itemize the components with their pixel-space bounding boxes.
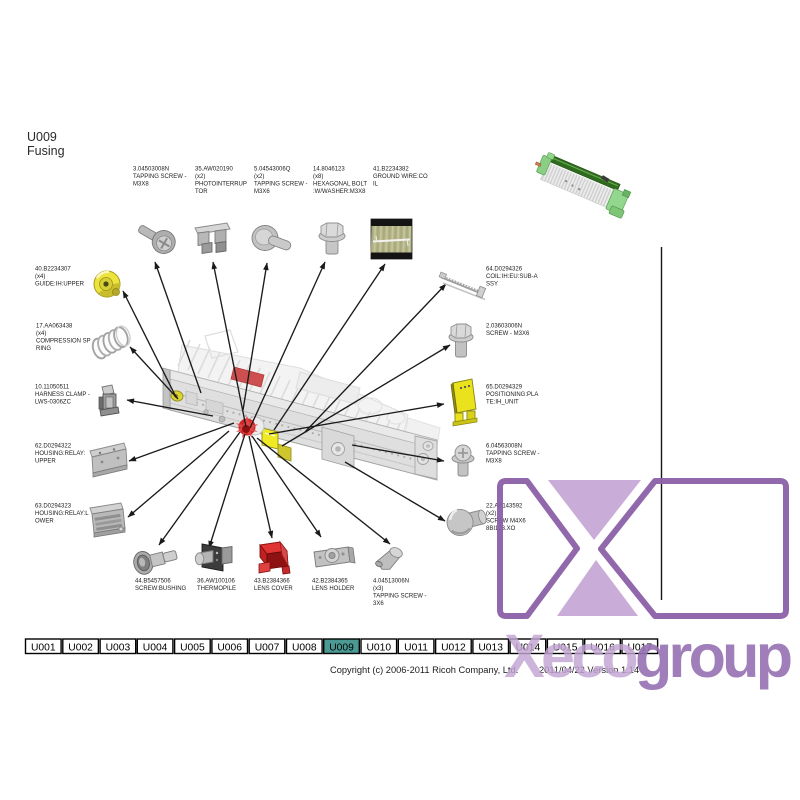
svg-text:SSY: SSY: [486, 282, 498, 288]
svg-text:SCREW:BUSHING: SCREW:BUSHING: [135, 586, 187, 592]
svg-text:U009: U009: [27, 130, 57, 144]
svg-text:62.D0294322: 62.D0294322: [35, 444, 72, 450]
svg-text:OWER: OWER: [35, 519, 54, 525]
svg-text:U016: U016: [590, 643, 615, 654]
svg-text:LENS HOLDER: LENS HOLDER: [312, 586, 355, 592]
svg-text:TAPPING SCREW -: TAPPING SCREW -: [373, 594, 427, 600]
svg-text:U017: U017: [627, 643, 652, 654]
svg-text:TAPPING SCREW -: TAPPING SCREW -: [486, 451, 540, 457]
svg-text:HOUSING:RELAY:: HOUSING:RELAY:: [35, 451, 86, 457]
svg-text:SCREW M4X6: SCREW M4X6: [486, 519, 526, 525]
svg-text:RING: RING: [36, 346, 51, 352]
svg-text:U004: U004: [143, 643, 168, 654]
svg-text:42.B2384365: 42.B2384365: [312, 579, 348, 585]
svg-text:COMPRESSION SP: COMPRESSION SP: [36, 339, 91, 345]
svg-text:2.03603006N: 2.03603006N: [486, 324, 522, 330]
svg-text:3.04503008N: 3.04503008N: [133, 167, 169, 173]
svg-text:U009: U009: [329, 643, 354, 654]
svg-text:2011/04/22 Version 1.14: 2011/04/22 Version 1.14: [539, 665, 639, 675]
svg-text:63.D0294323: 63.D0294323: [35, 504, 72, 510]
svg-text:POSITIONING:PLA: POSITIONING:PLA: [486, 392, 538, 398]
svg-text:(x2): (x2): [195, 174, 205, 180]
svg-text:(x4): (x4): [35, 274, 45, 280]
svg-text:TAPPING SCREW -: TAPPING SCREW -: [133, 174, 187, 180]
svg-text:Fusing: Fusing: [27, 144, 65, 158]
svg-text:(x8): (x8): [313, 174, 323, 180]
svg-text:GROUND WIRE:CO: GROUND WIRE:CO: [373, 174, 428, 180]
svg-text::W/WASHER:M3X8: :W/WASHER:M3X8: [313, 189, 366, 195]
svg-text:M3X8: M3X8: [486, 459, 502, 465]
svg-text:44.B5457506: 44.B5457506: [135, 579, 171, 585]
svg-text:5.04543006Q: 5.04543006Q: [254, 167, 291, 173]
svg-text:U010: U010: [366, 643, 391, 654]
svg-text:IL: IL: [373, 182, 379, 188]
svg-text:M3X8: M3X8: [133, 182, 149, 188]
svg-text:10.11050511: 10.11050511: [35, 385, 70, 391]
svg-text:THERMOPILE: THERMOPILE: [197, 586, 236, 592]
svg-text:U006: U006: [217, 643, 242, 654]
svg-text:LENS COVER: LENS COVER: [254, 586, 293, 592]
svg-text:6.04563008N: 6.04563008N: [486, 444, 522, 450]
svg-text:17.AA063438: 17.AA063438: [36, 324, 73, 330]
svg-text:64.D0294326: 64.D0294326: [486, 267, 523, 273]
svg-text:Xecogroup: Xecogroup: [504, 622, 791, 690]
svg-text:TE:IH_UNIT: TE:IH_UNIT: [486, 400, 519, 406]
svg-text:40.B2234307: 40.B2234307: [35, 267, 71, 273]
svg-text:4.04513006N: 4.04513006N: [373, 579, 409, 585]
svg-text:U002: U002: [68, 643, 93, 654]
svg-text:35.AW020190: 35.AW020190: [195, 167, 233, 173]
svg-text:PHOTOINTERRUP: PHOTOINTERRUP: [195, 182, 247, 188]
svg-text:COIL:IH:EU:SUB-A: COIL:IH:EU:SUB-A: [486, 274, 538, 280]
svg-text:M3X6: M3X6: [254, 189, 270, 195]
svg-text:U001: U001: [31, 643, 56, 654]
svg-text:U014: U014: [516, 643, 541, 654]
svg-text:43.B2384366: 43.B2384366: [254, 579, 290, 585]
svg-text:TAPPING SCREW -: TAPPING SCREW -: [254, 182, 308, 188]
svg-text:HEXAGONAL BOLT: HEXAGONAL BOLT: [313, 182, 367, 188]
svg-text:GUIDE:IH:UPPER: GUIDE:IH:UPPER: [35, 282, 85, 288]
svg-text:14.8046123: 14.8046123: [313, 167, 345, 173]
svg-text:(x3): (x3): [373, 586, 383, 592]
svg-text:(x2): (x2): [254, 174, 264, 180]
svg-text:U015: U015: [553, 643, 578, 654]
svg-text:U003: U003: [106, 643, 131, 654]
svg-text:41.B2234382: 41.B2234382: [373, 167, 409, 173]
svg-text:U008: U008: [292, 643, 317, 654]
svg-text:U007: U007: [255, 643, 280, 654]
svg-text:(x4): (x4): [36, 331, 46, 337]
svg-text:U005: U005: [180, 643, 205, 654]
svg-text:36.AW100106: 36.AW100106: [197, 579, 235, 585]
svg-text:3X6: 3X6: [373, 601, 384, 607]
svg-text:U013: U013: [478, 643, 503, 654]
svg-text:U011: U011: [404, 643, 428, 654]
svg-text:U012: U012: [441, 643, 466, 654]
svg-text:HARNESS CLAMP -: HARNESS CLAMP -: [35, 392, 90, 398]
svg-text:HOUSING:RELAY:L: HOUSING:RELAY:L: [35, 511, 89, 517]
svg-text:LWS-0306ZC: LWS-0306ZC: [35, 400, 72, 406]
svg-text:65.D0294329: 65.D0294329: [486, 385, 523, 391]
svg-text:UPPER: UPPER: [35, 459, 56, 465]
svg-text:Copyright (c) 2006-2011 Ricoh: Copyright (c) 2006-2011 Ricoh Company, L…: [330, 665, 518, 675]
svg-text:22.AA143592: 22.AA143592: [486, 504, 523, 510]
svg-text:(x2): (x2): [486, 511, 496, 517]
svg-text:SCREW - M3X6: SCREW - M3X6: [486, 331, 530, 337]
svg-text:TOR: TOR: [195, 189, 208, 195]
